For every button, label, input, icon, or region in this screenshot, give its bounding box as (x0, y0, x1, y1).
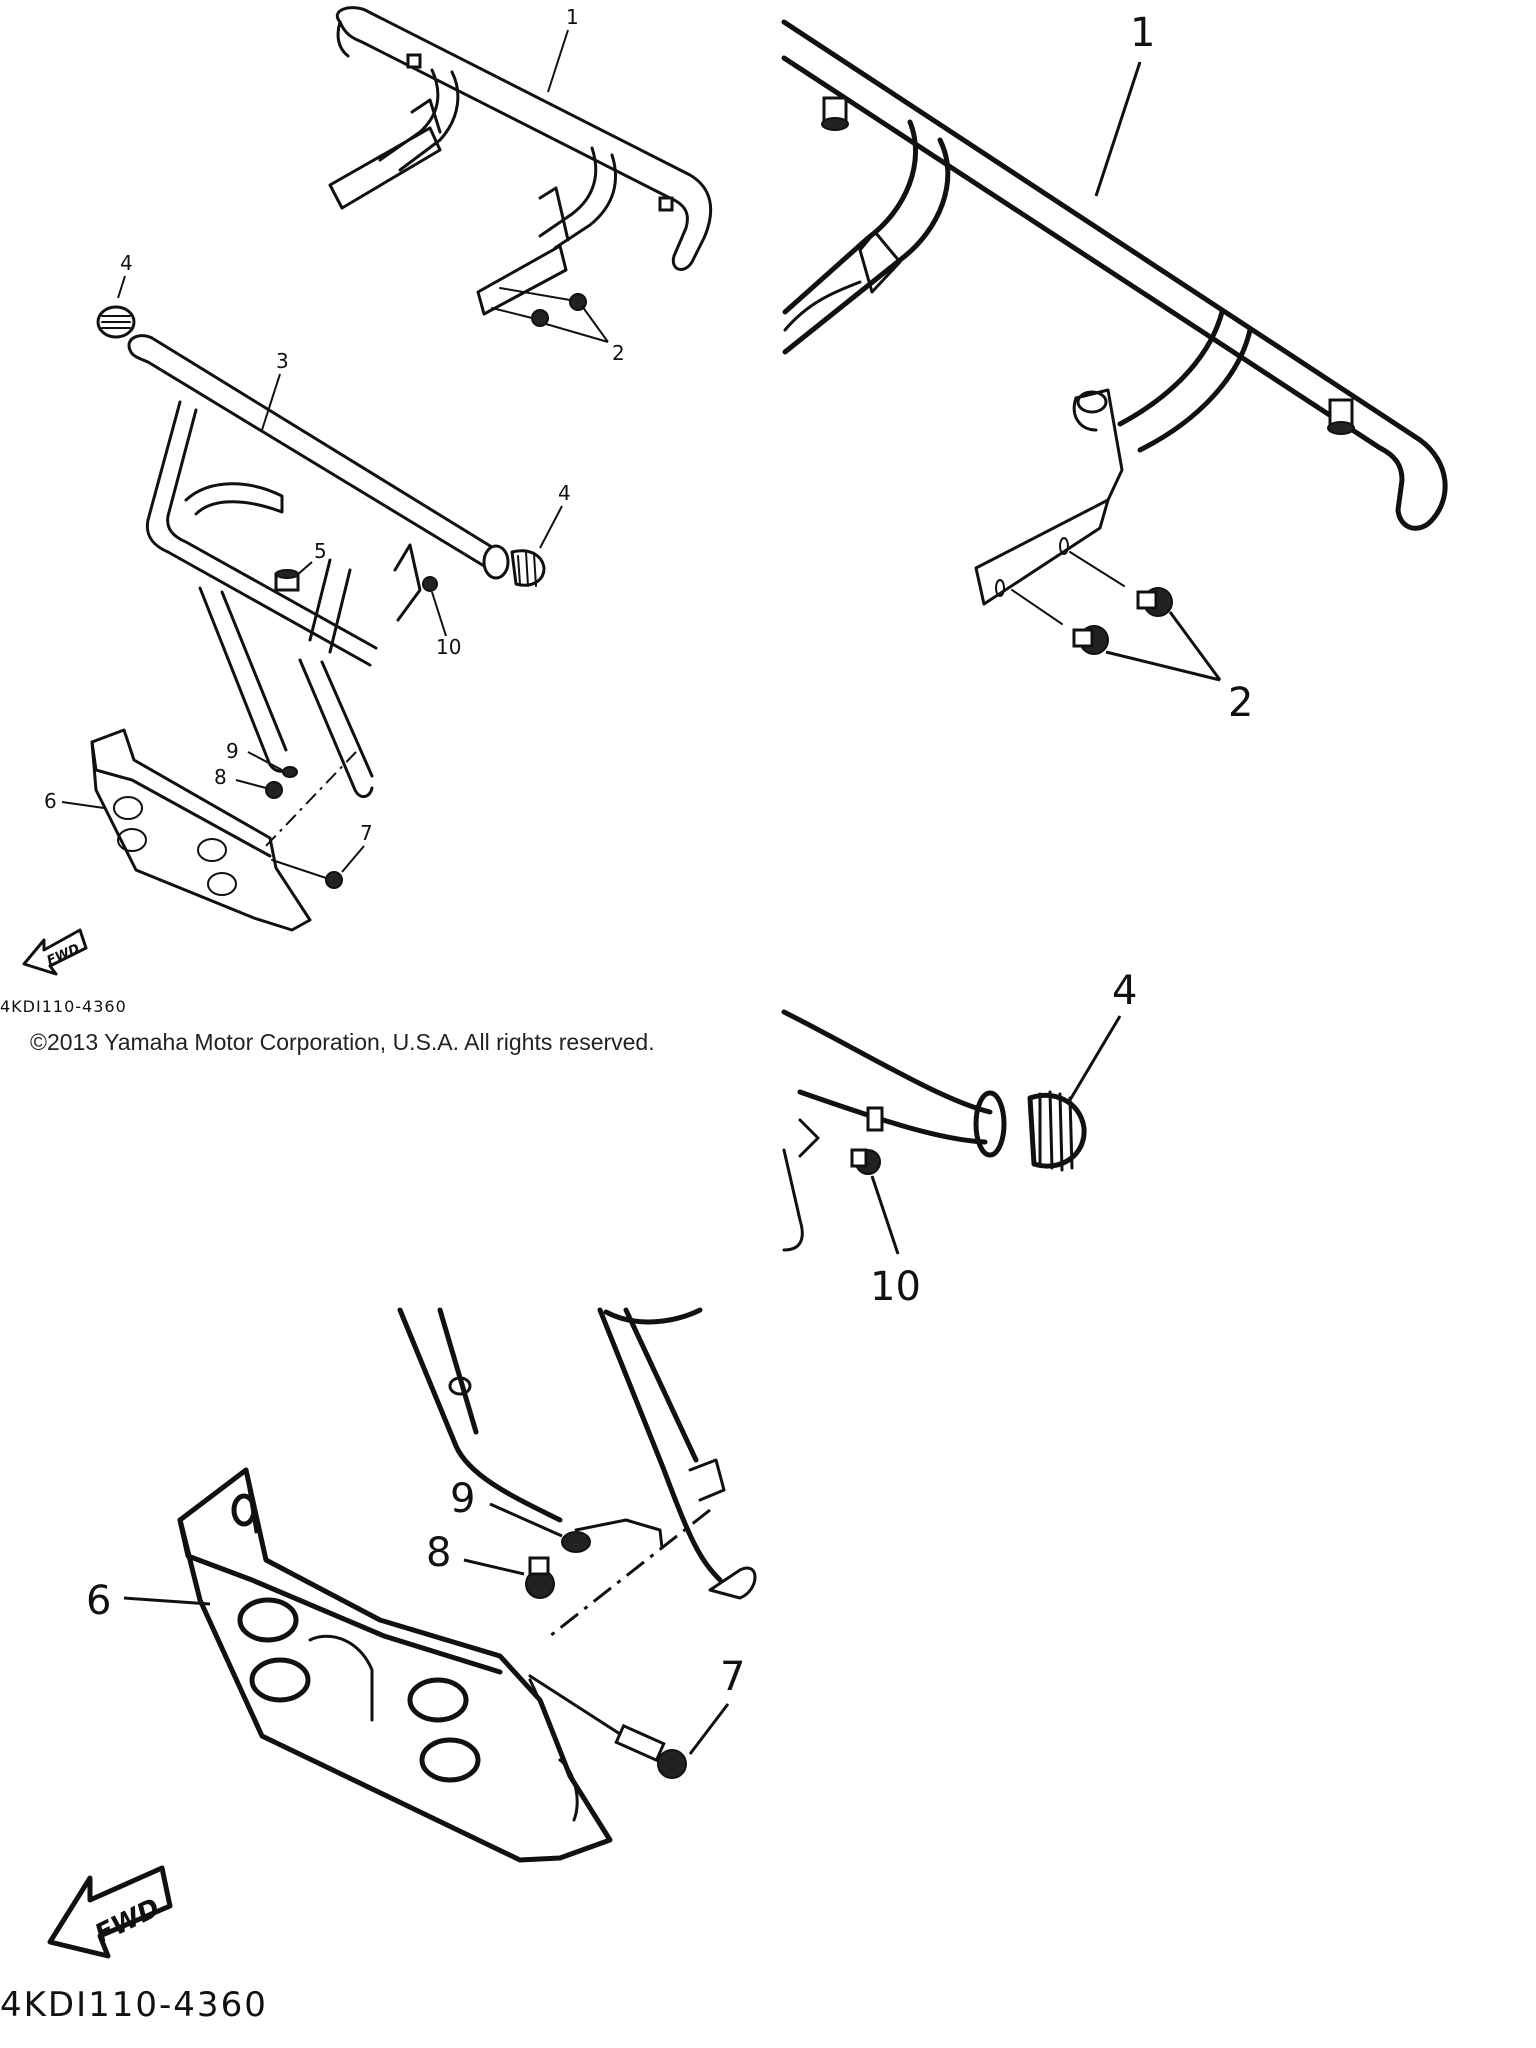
part-4-detail-drawing (781, 1009, 1087, 1252)
callout-5: 5 (314, 539, 327, 563)
detail-panel-bottom-left: 9 8 6 7 FWD 4KDI110-4360 (0, 1307, 757, 2025)
part-4-cap-right (482, 544, 546, 587)
fwd-arrow-icon: FWD (22, 928, 88, 976)
part-8-detail-bolt (525, 1556, 555, 1599)
callout-4-right: 4 (558, 481, 571, 505)
part-3-detail-legs (397, 1307, 757, 1600)
fwd-arrow-icon-large: FWD (47, 1865, 173, 1959)
part-6-skid-plate-detail (177, 1467, 613, 1863)
callout-2: 2 (612, 341, 625, 365)
copyright-notice: ©2013 Yamaha Motor Corporation, U.S.A. A… (30, 1029, 655, 1055)
callout-3: 3 (276, 349, 289, 373)
callout-6: 6 (44, 789, 57, 813)
part-2-bolts (491, 287, 587, 327)
detail-callout-1: 1 (1130, 10, 1155, 56)
callout-8: 8 (214, 765, 227, 789)
diagram-code-small: 4KDI110-4360 (0, 997, 127, 1016)
part-1-detail-drawing (781, 19, 1448, 606)
detail-callout-8: 8 (426, 1530, 451, 1576)
diagram-code-large: 4KDI110-4360 (0, 1985, 268, 2025)
callout-9: 9 (226, 739, 239, 763)
callout-4-left: 4 (120, 251, 133, 275)
detail-panel-mid-right: 4 10 (781, 968, 1137, 1310)
callout-10: 10 (436, 635, 461, 659)
fwd-label-large: FWD (90, 1893, 164, 1950)
part-5-nut (274, 569, 300, 592)
part-7-detail-bolt (528, 1674, 687, 1779)
callout-7: 7 (360, 821, 373, 845)
overview-panel: 1 2 4 3 (0, 5, 713, 1055)
part-2-detail-bolts (1011, 551, 1173, 655)
detail-callout-2: 2 (1228, 680, 1253, 726)
callout-1: 1 (566, 5, 579, 29)
part-6-skid-plate-small (90, 728, 312, 932)
detail-panel-top-right: 1 2 (781, 10, 1448, 726)
detail-callout-7: 7 (720, 1654, 745, 1700)
detail-callout-9: 9 (450, 1476, 475, 1522)
part-1-drawing (328, 6, 713, 316)
part-3-drawing (127, 334, 502, 798)
detail-callout-6: 6 (86, 1578, 111, 1624)
part-4-cap-left (96, 305, 136, 339)
detail-callout-4: 4 (1112, 968, 1137, 1014)
detail-callout-10: 10 (870, 1264, 921, 1310)
